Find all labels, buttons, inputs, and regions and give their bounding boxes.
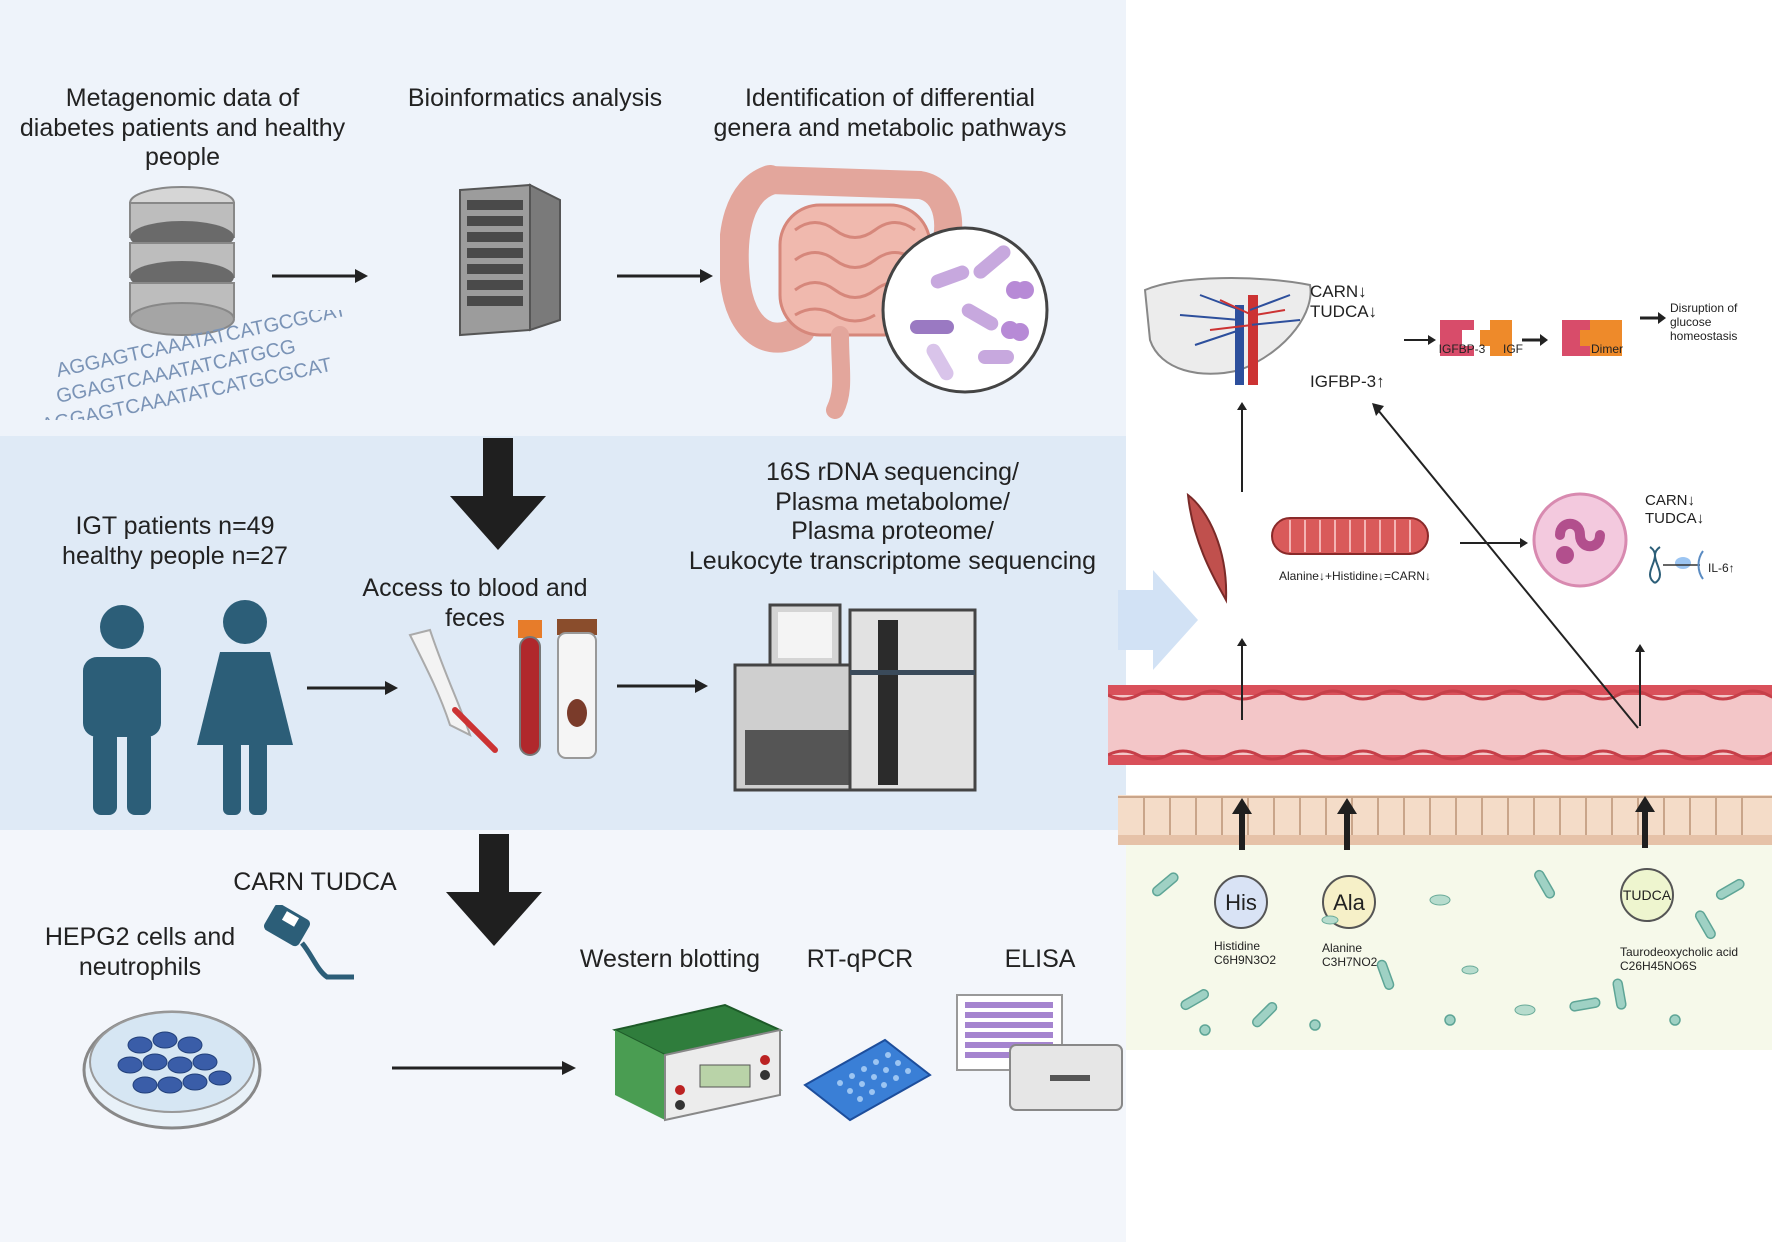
arrow <box>272 269 368 283</box>
sequencing-label: 16S rDNA sequencing/Plasma metabolome/ P… <box>688 458 1097 575</box>
big-down-arrow <box>446 834 542 946</box>
diagonal-arrow <box>1372 403 1639 729</box>
igfbp3-label: IGFBP-3 <box>1438 342 1486 356</box>
absorption-arrow <box>1337 798 1357 850</box>
absorption-arrow <box>1635 796 1655 848</box>
arrow <box>1635 644 1645 726</box>
arrow <box>307 681 398 695</box>
reagent-bottle-icon <box>264 905 354 980</box>
compounds-label: CARN TUDCA <box>233 868 397 896</box>
arrow <box>1460 538 1528 548</box>
igf-label: IGF <box>1503 342 1523 356</box>
muscle-fiber-icon <box>1271 517 1429 555</box>
muscle-icon <box>1186 492 1228 604</box>
database-icon <box>129 186 235 336</box>
big-down-arrow <box>450 438 546 550</box>
assay-rtqpcr: RT-qPCR <box>806 945 914 973</box>
step2-label: Bioinformatics analysis <box>407 84 663 112</box>
histidine-bubble: His <box>1214 875 1268 929</box>
petri-dish-icon <box>82 1010 262 1130</box>
blood-vessel-icon <box>1108 685 1772 765</box>
assay-western: Western blotting <box>579 945 761 973</box>
neutrophil-icon <box>1532 492 1628 588</box>
arrow <box>1237 402 1247 492</box>
muscle-equation: Alanine↓+Histidine↓=CARN↓ <box>1278 569 1432 583</box>
transition-arrow <box>1118 570 1198 670</box>
elisa-reader-icon <box>956 994 1123 1111</box>
il6-label: IL-6↑ <box>1708 561 1735 575</box>
gut-microbes-icon <box>1152 869 1745 1036</box>
absorption-arrow <box>1232 798 1252 850</box>
tudca-abbr: TUDCA <box>1623 887 1672 903</box>
arrow <box>617 679 708 693</box>
dimer-complex-icon <box>1562 320 1622 356</box>
gut-lumen-bg <box>1126 830 1772 1050</box>
intestine-microbes-icon <box>720 165 1049 419</box>
arrow <box>1237 638 1247 720</box>
dna-il6-icon <box>1649 546 1704 584</box>
igf-protein-icon <box>1480 320 1512 356</box>
dna-sequence-text: AGGAGTCAAATATCATGCGCAT GGAGTCAAATATCATGC… <box>40 310 345 420</box>
server-icon <box>459 183 561 337</box>
arrow <box>1640 312 1666 324</box>
female-person-icon <box>197 600 293 815</box>
western-blot-device-icon <box>612 1003 784 1122</box>
blood-feces-samples-icon <box>408 619 597 759</box>
male-person-icon <box>83 605 161 815</box>
pcr-plate-icon <box>803 1038 932 1122</box>
tudca-bubble: TUDCA <box>1620 868 1674 922</box>
dimer-label: Dimer <box>1591 342 1623 356</box>
liver-metabolite-label: CARN↓TUDCA↓ <box>1310 282 1378 322</box>
intestinal-epithelium-icon <box>1118 795 1772 845</box>
assay-elisa: ELISA <box>1004 945 1076 973</box>
histidine-abbr: His <box>1225 890 1257 915</box>
alanine-abbr: Ala <box>1333 890 1366 915</box>
arrow <box>617 269 713 283</box>
igfbp3-protein-icon <box>1440 320 1474 356</box>
neutrophil-metabolite-label: CARN↓TUDCA↓ <box>1645 492 1705 527</box>
arrow <box>1522 334 1548 346</box>
alanine-bubble: Ala <box>1322 875 1376 929</box>
sequencer-icon <box>733 603 977 792</box>
arrow <box>1404 335 1436 345</box>
arrow <box>392 1061 576 1075</box>
liver-icon <box>1143 277 1312 385</box>
igfbp3-up-label: IGFBP-3↑ <box>1310 372 1385 391</box>
